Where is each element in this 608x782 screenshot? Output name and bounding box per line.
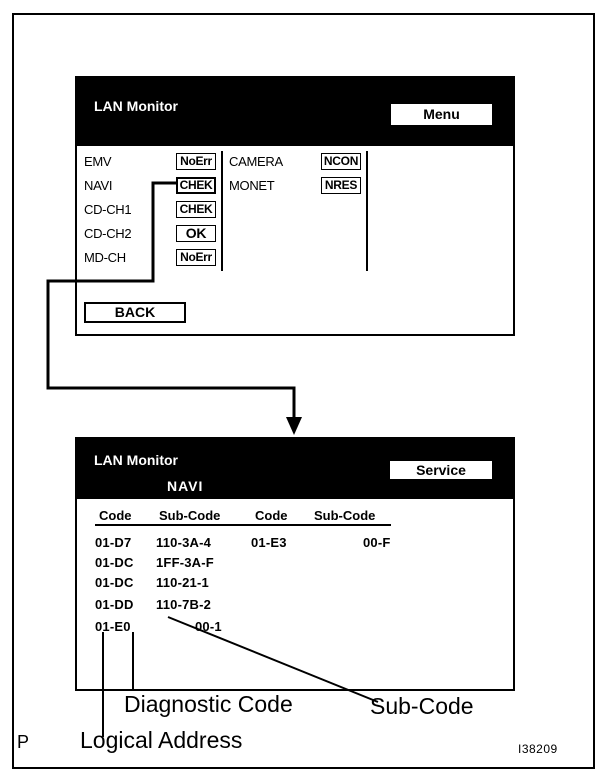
status-button[interactable]: OK <box>176 225 216 242</box>
column-divider <box>221 151 223 271</box>
code-cell: 01-E3 <box>251 535 287 550</box>
diagnostic-code-callout: Diagnostic Code <box>124 691 293 717</box>
figure-id: I38209 <box>518 742 558 756</box>
column-header-code: Code <box>99 508 132 523</box>
device-label: CD-CH2 <box>84 226 132 241</box>
status-button[interactable]: NRES <box>321 177 361 194</box>
device-label: NAVI <box>84 178 113 193</box>
status-button[interactable]: NoErr <box>176 153 216 170</box>
sub-code-cell: 110-21-1 <box>156 575 209 590</box>
device-label: CAMERA <box>229 154 283 169</box>
back-button[interactable]: BACK <box>84 302 186 323</box>
column-header-sub-code: Sub-Code <box>314 508 376 523</box>
status-button[interactable]: NoErr <box>176 249 216 266</box>
code-cell: 01-DC <box>95 575 134 590</box>
lan-monitor-screen: LAN Monitor Menu EMV NAVI CD-CH1 CD-CH2 … <box>75 76 515 336</box>
navi-service-screen: LAN Monitor NAVI Service Code Sub-Code C… <box>75 437 515 691</box>
column-header-sub-code: Sub-Code <box>159 508 221 523</box>
corner-letter: P <box>17 732 30 752</box>
figure-frame <box>12 13 595 769</box>
status-button[interactable]: CHEK <box>176 177 216 194</box>
device-label: MONET <box>229 178 275 193</box>
code-cell: 01-DC <box>95 555 134 570</box>
screen-header: LAN Monitor Menu <box>77 78 513 146</box>
screen-title: LAN Monitor <box>94 98 178 114</box>
column-divider <box>366 151 368 271</box>
sub-code-cell: 110-3A-4 <box>156 535 212 550</box>
sub-code-cell: 110-7B-2 <box>156 597 212 612</box>
device-label: CD-CH1 <box>84 202 132 217</box>
logical-address-callout: Logical Address <box>80 727 243 753</box>
status-button[interactable]: NCON <box>321 153 361 170</box>
sub-code-cell: 1FF-3A-F <box>156 555 214 570</box>
code-cell: 01-E0 <box>95 619 131 634</box>
sub-code-cell: 00-1 <box>195 619 222 634</box>
code-cell: 01-DD <box>95 597 134 612</box>
column-header-code: Code <box>255 508 288 523</box>
device-label: MD-CH <box>84 250 126 265</box>
menu-button[interactable]: Menu <box>390 103 493 126</box>
device-label: EMV <box>84 154 112 169</box>
device-subtitle: NAVI <box>167 478 204 494</box>
code-cell: 01-D7 <box>95 535 132 550</box>
status-button[interactable]: CHEK <box>176 201 216 218</box>
service-button[interactable]: Service <box>389 460 493 480</box>
header-underline <box>95 524 391 526</box>
sub-code-cell: 00-F <box>363 535 391 550</box>
sub-code-callout: Sub-Code <box>370 693 474 719</box>
screen-title: LAN Monitor <box>94 452 178 468</box>
screen-header: LAN Monitor NAVI Service <box>77 439 513 499</box>
